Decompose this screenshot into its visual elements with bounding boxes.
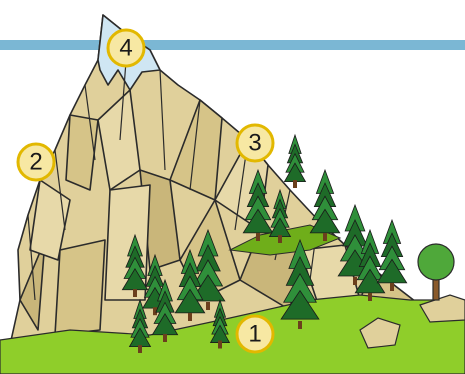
pine-tree [377,220,406,291]
bush-tree [418,244,454,300]
pine-tree [310,170,339,241]
pine-tree [285,135,306,188]
marker-4: 4 [108,30,144,66]
marker-2-label: 2 [29,149,42,176]
top-bar [0,40,465,50]
marker-2: 2 [18,144,54,180]
marker-4-label: 4 [119,35,132,62]
marker-1-label: 1 [248,321,261,348]
marker-1: 1 [237,316,273,352]
marker-3-label: 3 [248,130,261,157]
mountain [10,15,450,345]
marker-3: 3 [237,125,273,161]
